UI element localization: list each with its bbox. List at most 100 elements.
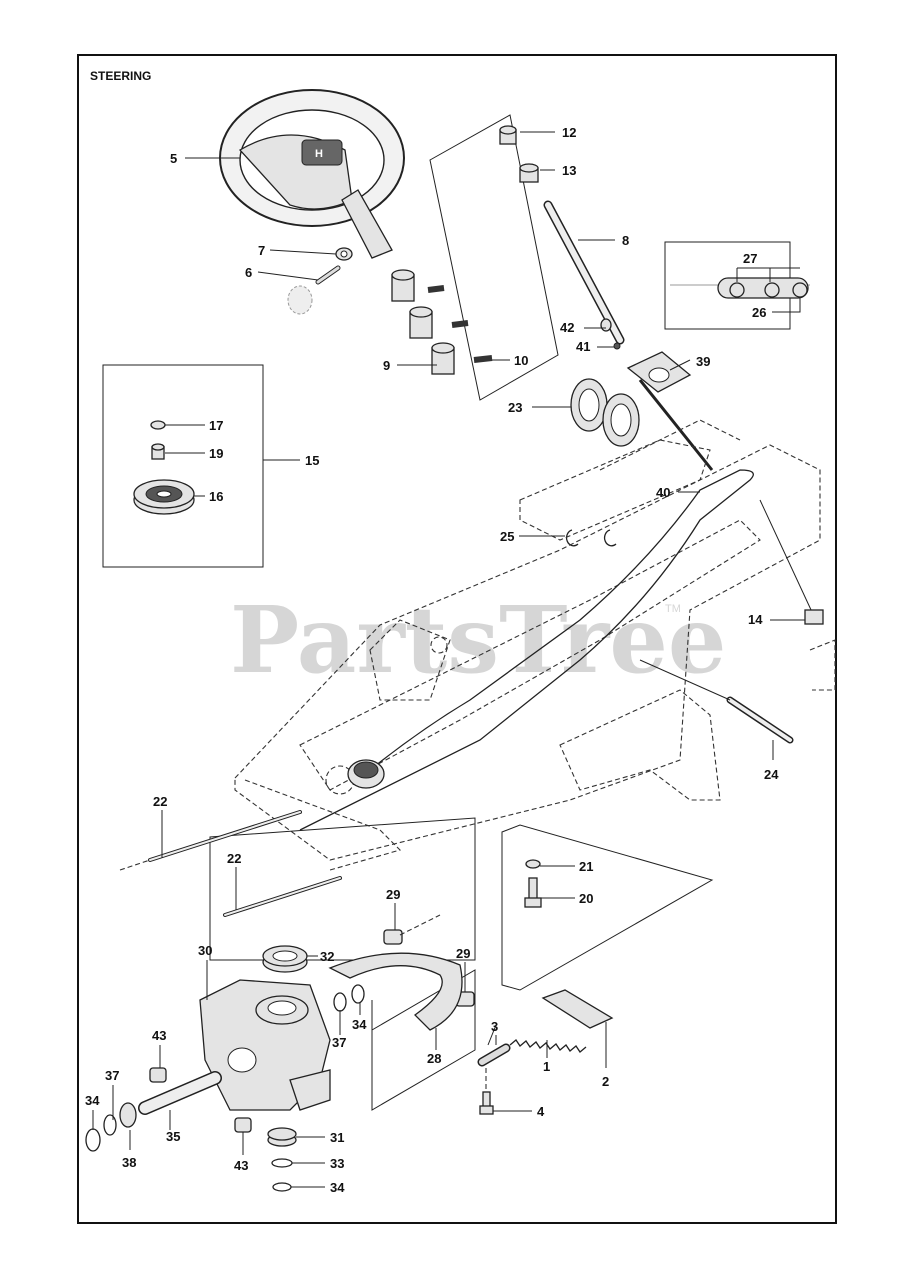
callout-29-b: 29 (456, 946, 470, 961)
axle-rod-24 (639, 659, 794, 744)
callout-12: 12 (562, 125, 576, 140)
watermark: PartsTree (230, 586, 726, 694)
callout-27: 27 (743, 251, 757, 266)
callout-40: 40 (656, 485, 670, 500)
steering-pulleys (570, 378, 640, 447)
callout-30: 30 (198, 943, 212, 958)
leader-lines (92, 131, 805, 1188)
callout-19: 19 (209, 446, 223, 461)
callout-labels: 5 7 6 9 10 12 13 8 27 26 42 41 39 23 17 … (85, 125, 779, 1195)
steering-cable (299, 469, 754, 831)
callout-42: 42 (560, 320, 574, 335)
diagram-border (77, 54, 837, 1224)
lower-inset-box (209, 817, 476, 961)
washer-21 (525, 859, 541, 869)
callout-16: 16 (209, 489, 223, 504)
svg-text:H: H (315, 148, 323, 160)
bolt-inset-box (501, 824, 714, 991)
steering-shaft (543, 200, 714, 471)
steering-couplers (391, 269, 493, 375)
callout-7: 7 (258, 243, 265, 258)
clip-a (565, 529, 579, 547)
washer-34-upper (351, 984, 365, 1004)
callout-5: 5 (170, 151, 177, 166)
watermark-trademark: TM (665, 603, 681, 615)
cap (287, 285, 313, 315)
callout-43-upper: 43 (152, 1028, 166, 1043)
inset-pulley-parts (133, 420, 195, 515)
callout-6: 6 (245, 265, 252, 280)
callout-1: 1 (543, 1059, 550, 1074)
bearing-32 (262, 945, 308, 973)
nut-29-a (383, 929, 403, 945)
lower-bearing-31 (267, 1127, 297, 1147)
callout-34-left: 34 (85, 1093, 100, 1108)
nut-43-upper (149, 1067, 167, 1083)
callout-13: 13 (562, 163, 576, 178)
callout-2: 2 (602, 1074, 609, 1089)
shaft-nut (613, 342, 621, 350)
callout-9: 9 (383, 358, 390, 373)
clip-34-bottom (272, 1182, 292, 1192)
bolt-4 (479, 1068, 494, 1115)
callout-33: 33 (330, 1156, 344, 1171)
tie-rod-22-a (119, 810, 302, 871)
nut-43-lower (234, 1117, 252, 1133)
shaft-pin (600, 318, 612, 332)
spring-1 (509, 1039, 587, 1053)
callout-24: 24 (764, 767, 779, 782)
callout-29-a: 29 (386, 887, 400, 902)
clip-34-left (85, 1128, 101, 1152)
callout-22-a: 22 (153, 794, 167, 809)
callout-14: 14 (748, 612, 763, 627)
clip-b (603, 529, 617, 547)
callout-43-lower: 43 (234, 1158, 248, 1173)
callout-34-upper: 34 (352, 1017, 367, 1032)
steering-nut (335, 247, 353, 261)
washer-37-upper (333, 992, 347, 1012)
callout-23: 23 (508, 400, 522, 415)
callout-35: 35 (166, 1129, 180, 1144)
steering-link-assembly (670, 277, 810, 299)
callout-37-lower: 37 (105, 1068, 119, 1083)
pinion-shaft-35 (138, 1071, 222, 1115)
bolt-20 (524, 877, 542, 908)
callout-17: 17 (209, 418, 223, 433)
callout-26: 26 (752, 305, 766, 320)
callout-3: 3 (491, 1019, 498, 1034)
bearing-38 (119, 1102, 137, 1128)
callout-28: 28 (427, 1051, 441, 1066)
tie-rod-22-b (223, 876, 342, 917)
pulley-inset-box (102, 364, 264, 568)
steering-gear-housing (199, 979, 331, 1111)
callout-41: 41 (576, 339, 590, 354)
column-bushings (499, 125, 539, 183)
callout-10: 10 (514, 353, 528, 368)
callout-25: 25 (500, 529, 514, 544)
steering-wheel: H (219, 89, 405, 259)
callout-21: 21 (579, 859, 593, 874)
callout-34-bottom: 34 (330, 1180, 345, 1195)
callout-8: 8 (622, 233, 629, 248)
gear-inset-box (371, 969, 476, 1111)
plate-2 (541, 989, 614, 1029)
callout-20: 20 (579, 891, 593, 906)
link-3 (477, 1024, 511, 1067)
sector-bracket-28 (328, 952, 463, 1031)
callout-39: 39 (696, 354, 710, 369)
callout-31: 31 (330, 1130, 344, 1145)
washer-33 (271, 1158, 293, 1168)
callout-15: 15 (305, 453, 319, 468)
callout-32: 32 (320, 949, 334, 964)
callout-37-upper: 37 (332, 1035, 346, 1050)
callout-38: 38 (122, 1155, 136, 1170)
callout-4: 4 (537, 1104, 545, 1119)
callout-22-b: 22 (227, 851, 241, 866)
bolt-14 (759, 499, 824, 625)
roll-pin (315, 265, 341, 285)
washer-37-lower (103, 1114, 117, 1136)
diagram-title: STEERING (90, 69, 151, 83)
steering-column-inset-box (429, 114, 559, 401)
